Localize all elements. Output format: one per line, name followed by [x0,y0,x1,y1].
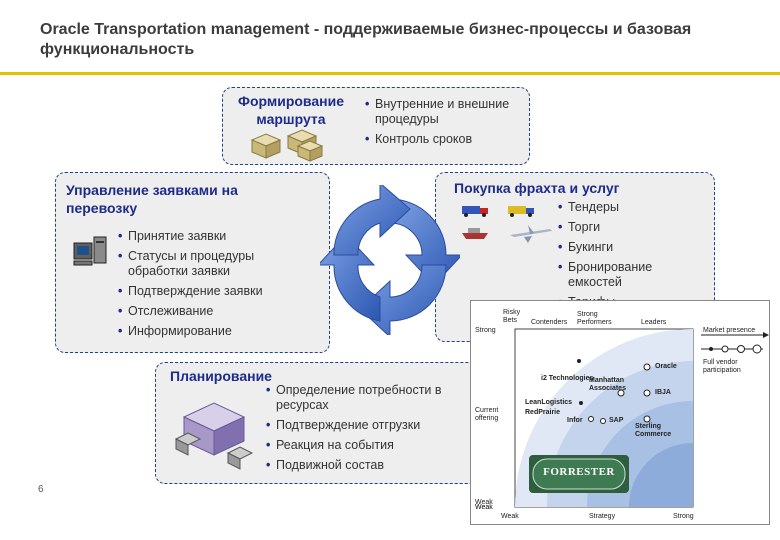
quadrant-leaders: Leaders [641,319,667,326]
vendor-sterling: Sterling Commerce [635,423,672,438]
orders-heading: Управление заявками на перевозку [66,182,238,216]
orders-box: Управление заявками на перевозку Приняти… [55,172,330,353]
vendor-i2: i2 Technologies [541,375,594,382]
list-item: Тендеры [558,200,708,215]
vehicles-icon [462,206,552,243]
list-item: Определение потребности в ресурсах [266,383,481,413]
vendor-ibja: IBJA [655,389,671,396]
list-item: Контроль сроков [365,132,530,147]
legend-caption: Full vendor participation [703,359,741,374]
list-item: Бронирование емкостей [558,260,708,290]
forrester-logo: FORRESTER [543,466,615,478]
legend-title: Market presence [703,327,756,334]
axis-y-mid: Current offering [475,407,499,422]
page-number: 6 [38,484,44,495]
planning-box: Планирование Определение потребности в р… [155,362,485,484]
vendor-manhattan: Manhattan Associates [589,377,626,392]
vendor-sap: SAP [609,417,624,424]
boxes-icon [250,129,324,162]
cycle-arrows-icon [320,185,460,335]
vendor-leanlogistics: LeanLogistics [525,399,573,406]
vendor-infor: Infor [567,417,583,424]
axis-y-top: Strong [475,327,496,334]
axis-x-mid: Strategy [589,513,616,520]
list-item: Информирование [118,324,288,339]
axis-tick-label: Weak [475,504,493,511]
page-title: Oracle Transportation management - подде… [40,21,692,58]
quadrant-contenders: Contenders [531,319,568,326]
list-item: Подвижной состав [266,458,481,473]
list-item: Статусы и процедуры обработки заявки [118,249,288,279]
quadrant-risky-bets: Risky Bets [503,309,521,324]
list-item: Принятие заявки [118,229,288,244]
warehouse-icon [174,402,254,470]
list-item: Подтверждение отгрузки [266,418,481,433]
axis-x-left: Weak [501,513,519,520]
list-item: Отслеживание [118,304,288,319]
freight-heading: Покупка фрахта и услуг [454,180,620,196]
forrester-wave-chart: Weak Strong Current offering Weak Weak S… [470,300,770,525]
planning-heading: Планирование [170,368,272,384]
planning-list: Определение потребности в ресурсах Подтв… [266,383,481,478]
axis-x-right: Strong [673,513,694,520]
route-list: Внутренние и внешние процедуры Контроль … [365,97,530,152]
title-underline [0,72,780,75]
vendor-redprairie: RedPrairie [525,409,561,416]
list-item: Внутренние и внешние процедуры [365,97,530,127]
list-item: Букинги [558,240,708,255]
freight-list: Тендеры Торги Букинги Бронирование емкос… [558,200,708,315]
list-item: Подтверждение заявки [118,284,288,299]
orders-list: Принятие заявки Статусы и процедуры обра… [118,229,288,344]
list-item: Реакция на события [266,438,481,453]
vendor-oracle: Oracle [655,363,677,370]
axis-y-bottom: Weak [475,499,493,506]
list-item: Торги [558,220,708,235]
wave-graphic: Weak [475,328,769,511]
route-heading: Формирование маршрута [238,93,344,127]
route-box: Формирование маршрута Внутренние и внешн… [222,87,530,165]
computer-icon [73,236,107,266]
quadrant-strong-performers: Strong Performers [577,311,612,326]
